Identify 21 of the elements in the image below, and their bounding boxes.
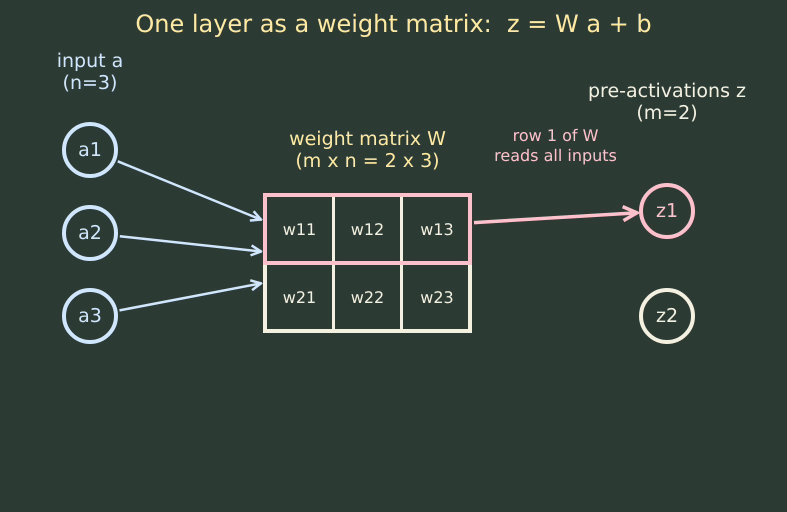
edge-label: row 1 of W reads all inputs xyxy=(493,126,618,166)
group-label: pre-activations z (m=2) xyxy=(586,80,747,124)
arrow xyxy=(120,234,262,257)
neuron-circle: z2 xyxy=(639,288,695,344)
diagram-title: One layer as a weight matrix: z = W a + b xyxy=(134,10,653,38)
matrix-cell: w11 xyxy=(267,197,335,261)
neuron-circle: a1 xyxy=(62,122,118,178)
matrix-cell: w23 xyxy=(403,265,471,329)
matrix-cell: w12 xyxy=(335,197,403,261)
neuron-circle: z1 xyxy=(639,183,695,239)
group-label: input a (n=3) xyxy=(56,50,124,94)
matrix-cell: w13 xyxy=(403,197,471,261)
highlighted-row xyxy=(263,193,472,265)
neuron-circle: a2 xyxy=(62,205,118,261)
matrix-cell: w22 xyxy=(335,265,403,329)
matrix-cell: w21 xyxy=(267,265,335,329)
arrow xyxy=(474,204,639,224)
arrow xyxy=(117,160,262,222)
arrow xyxy=(119,279,262,312)
matrix-heading: weight matrix W (m x n = 2 x 3) xyxy=(288,128,447,172)
neuron-circle: a3 xyxy=(62,288,118,344)
